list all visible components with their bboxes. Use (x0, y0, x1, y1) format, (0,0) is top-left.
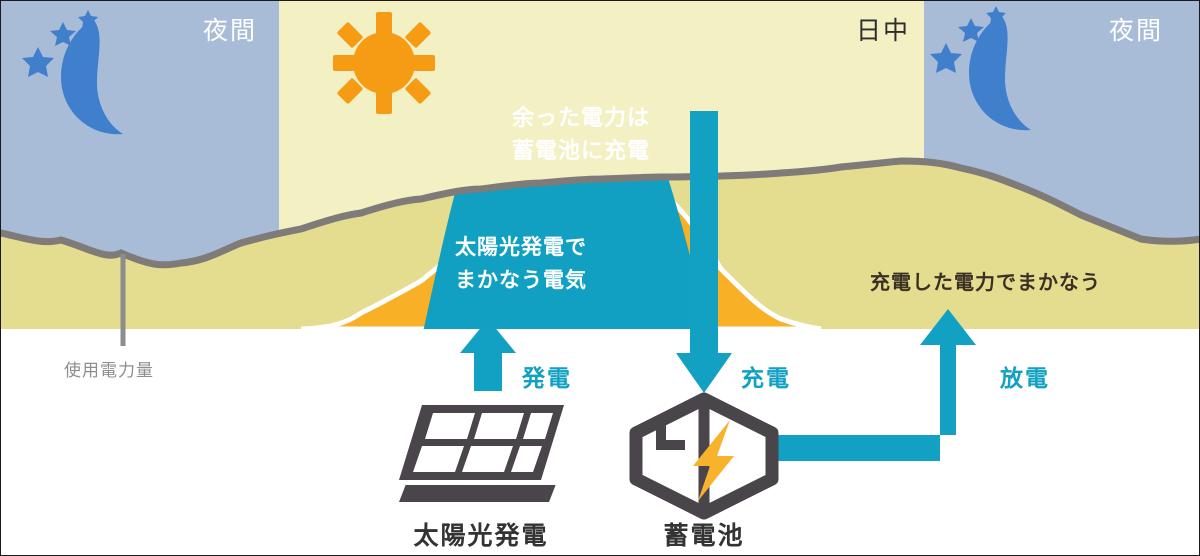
surplus-area-group (421, 161, 713, 329)
solar-panel-icon[interactable] (399, 405, 564, 502)
generate-arrow-icon[interactable] (460, 319, 516, 391)
consumption-curve (1, 157, 1199, 269)
moon-stars-icon-left (22, 10, 123, 135)
charge-arrow-icon[interactable] (676, 111, 732, 393)
battery-hexagon-icon[interactable] (629, 392, 779, 520)
sun-icon (333, 12, 435, 114)
surplus-area (421, 161, 713, 329)
discharge-arrow-icon[interactable] (766, 309, 976, 461)
moon-stars-icon-right (930, 6, 1031, 131)
